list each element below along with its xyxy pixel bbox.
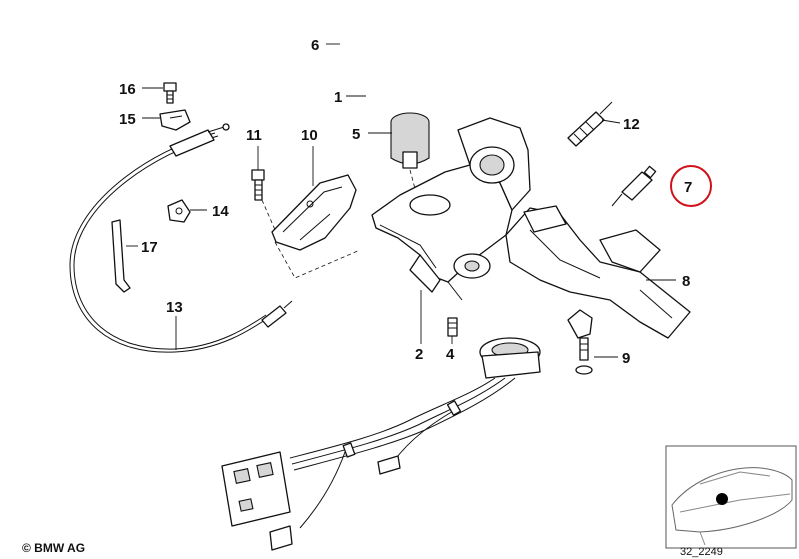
fitting-part-12[interactable]	[567, 101, 613, 147]
callout-10[interactable]: 10	[301, 127, 318, 144]
callout-labels: 6 1 16 15 11 10 5 12 7 14 17 8 13 2 4 9	[119, 37, 692, 367]
diagram-reference: 32_2249	[680, 546, 723, 558]
callout-6[interactable]: 6	[311, 37, 319, 54]
bolt-part-11[interactable]	[251, 169, 265, 201]
highlight-ring	[670, 165, 712, 207]
callout-7[interactable]: 7	[684, 179, 692, 196]
cover-part-10[interactable]	[271, 174, 357, 251]
lock-cylinder-part-5[interactable]	[390, 112, 430, 169]
screw-part-16[interactable]	[163, 82, 177, 104]
cable-part-13[interactable]	[69, 123, 293, 353]
callout-2[interactable]: 2	[415, 346, 423, 363]
callout-11[interactable]: 11	[246, 127, 262, 144]
callout-9[interactable]: 9	[622, 350, 630, 367]
grommet-part-14[interactable]	[167, 199, 191, 223]
leader-lines	[126, 43, 676, 358]
location-marker	[716, 493, 728, 505]
callout-5[interactable]: 5	[352, 126, 360, 143]
switch-pin-part-7[interactable]	[611, 165, 657, 207]
bracket-part-17[interactable]	[111, 219, 131, 293]
callout-14[interactable]: 14	[212, 203, 229, 220]
housing-part-1[interactable]	[371, 117, 531, 283]
switch-frame-part-8[interactable]	[505, 205, 691, 339]
lower-housing-part-2[interactable]	[409, 254, 463, 301]
callout-17[interactable]: 17	[141, 239, 158, 256]
callout-13[interactable]: 13	[166, 299, 183, 316]
push-clip-part-9[interactable]	[567, 309, 593, 375]
callout-15[interactable]: 15	[119, 111, 136, 128]
callout-12[interactable]: 12	[623, 116, 640, 133]
clip-part-15[interactable]	[159, 109, 191, 131]
screw-part-4[interactable]	[447, 317, 458, 337]
callout-1[interactable]: 1	[334, 89, 342, 106]
callout-4[interactable]: 4	[446, 346, 455, 363]
wiring-harness[interactable]	[221, 337, 541, 551]
callout-8[interactable]: 8	[682, 273, 690, 290]
copyright-text: © BMW AG	[22, 541, 85, 555]
vehicle-thumbnail	[665, 445, 797, 549]
callout-16[interactable]: 16	[119, 81, 136, 98]
